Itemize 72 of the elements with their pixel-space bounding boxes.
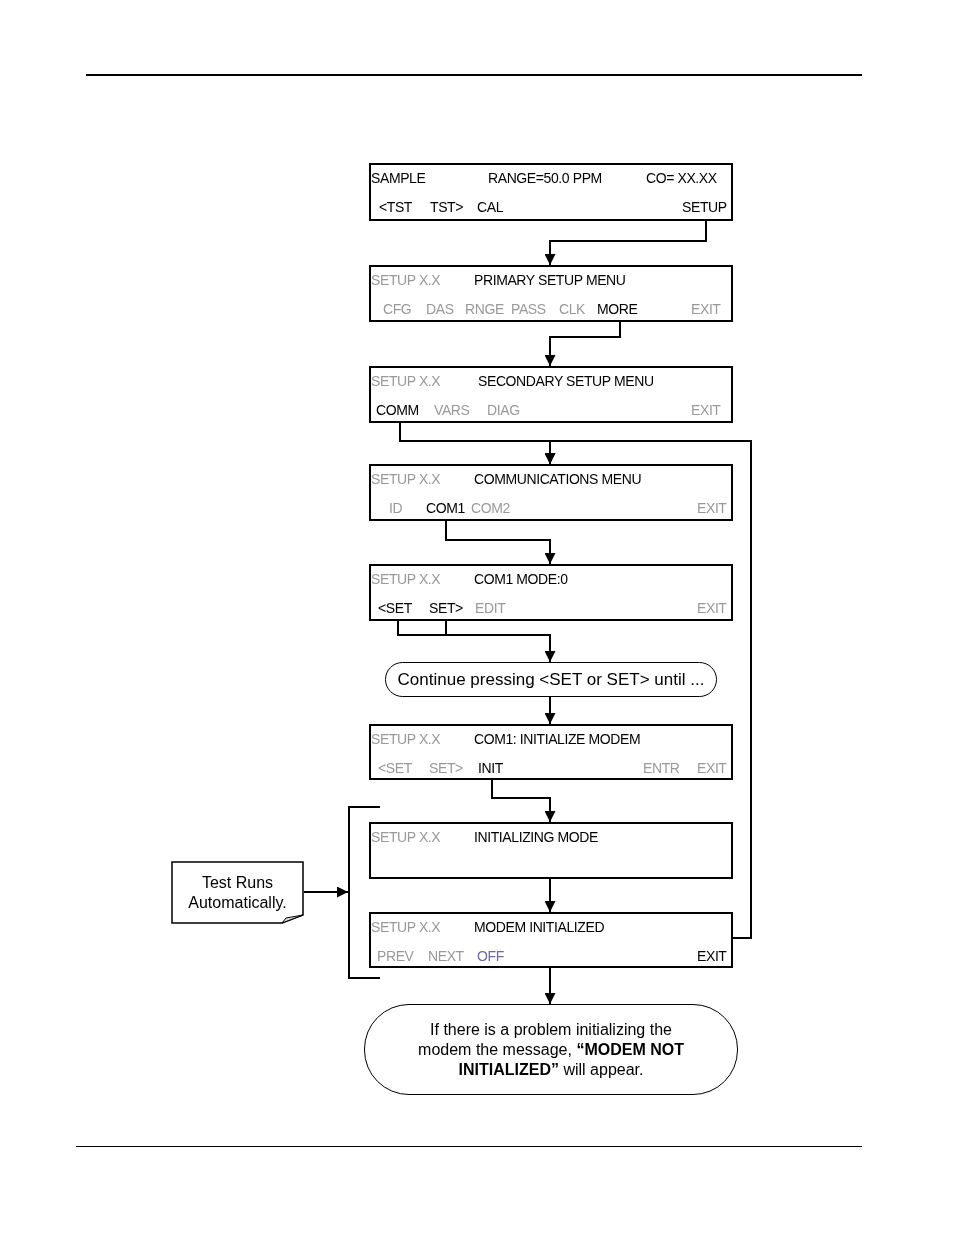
softkey-label: INIT <box>478 759 503 777</box>
softkey-label: NEXT <box>428 947 464 965</box>
softkey-label: <SET <box>378 599 412 617</box>
display-screen <box>369 564 733 621</box>
display-screen <box>369 366 733 423</box>
softkey-label: EDIT <box>475 599 506 617</box>
display-text: SETUP X.X <box>371 470 441 488</box>
display-text: PRIMARY SETUP MENU <box>474 271 626 289</box>
softkey-label: SET> <box>429 759 463 777</box>
softkey-label: PASS <box>511 300 546 318</box>
softkey-label: <SET <box>378 759 412 777</box>
arrow <box>491 779 556 823</box>
arrow <box>303 886 349 898</box>
display-screen <box>369 822 733 879</box>
display-screen <box>369 265 733 322</box>
display-text: SETUP X.X <box>371 828 441 846</box>
softkey-label: SETUP <box>682 198 727 216</box>
arrow <box>544 878 556 913</box>
display-screen <box>369 724 733 780</box>
softkey-label: EXIT <box>697 947 727 965</box>
softkey-label: EXIT <box>697 759 727 777</box>
display-text: MODEM INITIALIZED <box>474 918 605 936</box>
instruction-box <box>385 662 717 697</box>
display-text: SETUP X.X <box>371 730 441 748</box>
display-screen <box>369 912 733 968</box>
softkey-label: CAL <box>477 198 504 216</box>
softkey-label: CFG <box>383 300 412 318</box>
instruction-text: If there is a problem initializing the modem the message, “MODEM NOT INITIALIZED” will appear. <box>417 1019 685 1080</box>
display-text: CO= XX.XX <box>646 169 717 187</box>
display-text: SETUP X.X <box>371 372 441 390</box>
arrow <box>397 620 556 663</box>
softkey-label: EXIT <box>697 499 727 517</box>
softkey-label: COM2 <box>471 499 510 517</box>
note-box <box>171 861 304 924</box>
softkey-label: COMM <box>376 401 419 419</box>
softkey-label: TST> <box>430 198 464 216</box>
softkey-label: SET> <box>429 599 463 617</box>
softkey-label: COM1 <box>426 499 465 517</box>
display-text: COM1: INITIALIZE MODEM <box>474 730 641 748</box>
arrow <box>544 440 752 939</box>
softkey-label: EXIT <box>697 599 727 617</box>
softkey-label: OFF <box>477 947 504 965</box>
softkey-label: DAS <box>426 300 454 318</box>
softkey-label: RNGE <box>465 300 504 318</box>
display-screen <box>369 464 733 521</box>
softkey-label: VARS <box>434 401 470 419</box>
arrow <box>544 967 556 1005</box>
softkey-label: MORE <box>597 300 638 318</box>
softkey-label: EXIT <box>691 300 721 318</box>
note-text: Test Runs Automatically. <box>187 872 288 913</box>
display-screen <box>369 163 733 221</box>
display-text: RANGE=50.0 PPM <box>488 169 602 187</box>
display-text: SAMPLE <box>371 169 426 187</box>
display-text: COM1 MODE:0 <box>474 570 568 588</box>
softkey-label: CLK <box>559 300 586 318</box>
arrow <box>544 696 556 725</box>
softkey-label: ENTR <box>643 759 680 777</box>
display-text: SETUP X.X <box>371 271 441 289</box>
display-text: INITIALIZING MODE <box>474 828 598 846</box>
display-text: SECONDARY SETUP MENU <box>478 372 654 390</box>
display-text: SETUP X.X <box>371 570 441 588</box>
display-text: SETUP X.X <box>371 918 441 936</box>
display-text: COMMUNICATIONS MENU <box>474 470 642 488</box>
softkey-label: PREV <box>377 947 414 965</box>
arrow <box>445 520 556 565</box>
softkey-label: <TST <box>379 198 413 216</box>
softkey-label: EXIT <box>691 401 721 419</box>
arrow <box>544 220 707 266</box>
arrow <box>544 321 621 367</box>
softkey-label: ID <box>389 499 403 517</box>
instruction-text: Continue pressing <SET or SET> until ... <box>397 668 705 691</box>
softkey-label: DIAG <box>487 401 520 419</box>
